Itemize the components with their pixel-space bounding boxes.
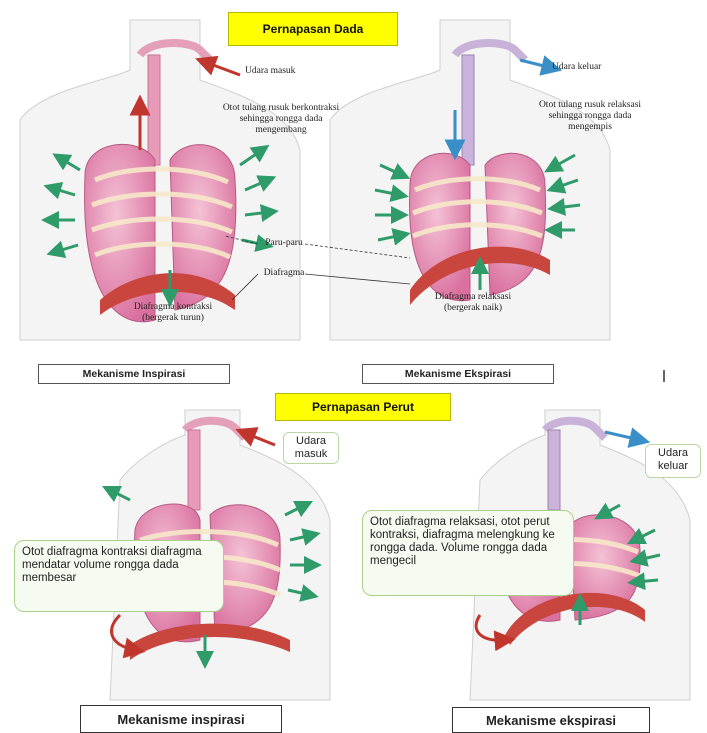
label-diaphragm-relax: Diafragma relaksasi (bergerak naik) bbox=[420, 292, 526, 314]
label-air-in-top: Udara masuk bbox=[245, 66, 355, 77]
label-air-out-top: Udara keluar bbox=[552, 62, 662, 73]
label-air-in-bottom: Udara masuk bbox=[283, 432, 339, 464]
label-lungs: Paru-paru bbox=[260, 238, 308, 249]
title-chest-breathing: Pernapasan Dada bbox=[228, 12, 398, 46]
caption-expiration-bottom: Mekanisme ekspirasi bbox=[452, 707, 650, 733]
caption-inspiration-top: Mekanisme Inspirasi bbox=[38, 364, 230, 384]
label-diaphragm: Diafragma bbox=[258, 268, 310, 279]
label-air-out-bottom: Udara keluar bbox=[645, 444, 701, 478]
title-abdominal-breathing: Pernapasan Perut bbox=[275, 393, 451, 421]
label-diaphragm-contract: Diafragma kontraksi (bergerak turun) bbox=[128, 302, 218, 324]
callout-diaphragm-contract: Otot diafragma kontraksi diafragma menda… bbox=[14, 540, 224, 612]
caption-expiration-top: Mekanisme Ekspirasi bbox=[362, 364, 554, 384]
label-rib-muscle-relax: Otot tulang rusuk relaksasi sehingga ron… bbox=[530, 100, 650, 133]
caption-inspiration-bottom: Mekanisme inspirasi bbox=[80, 705, 282, 733]
label-rib-muscle-contract: Otot tulang rusuk berkontraksi sehingga … bbox=[222, 103, 340, 136]
callout-diaphragm-relax: Otot diafragma relaksasi, otot perut kon… bbox=[362, 510, 574, 596]
